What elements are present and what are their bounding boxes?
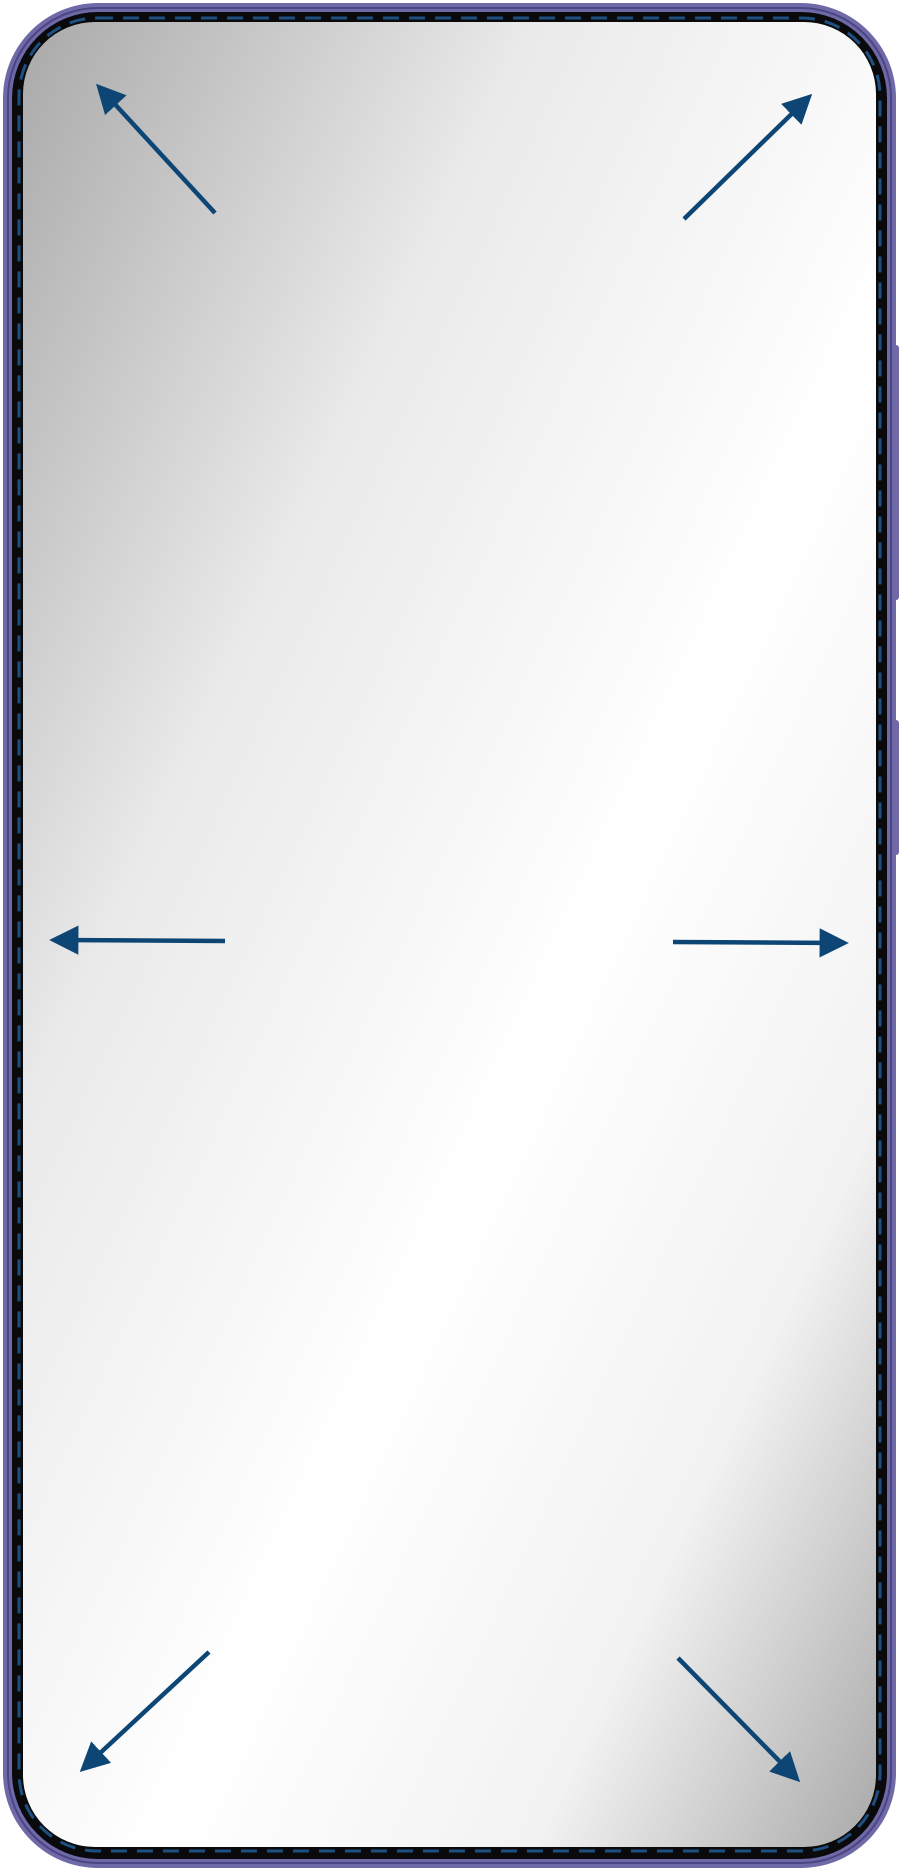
arrow-down-right-icon <box>676 1656 801 1783</box>
arrow-down-left-icon <box>79 1650 211 1772</box>
screen-outline-dashed <box>17 16 882 1853</box>
arrow-right-icon <box>672 928 849 958</box>
phone-frame-inner-edge <box>7 7 892 1864</box>
arrow-up-left-icon <box>96 83 217 215</box>
arrow-up-right-icon <box>682 93 813 221</box>
phone-screen <box>23 22 876 1847</box>
arrow-group <box>49 83 849 1783</box>
arrow-left-icon <box>49 925 226 955</box>
